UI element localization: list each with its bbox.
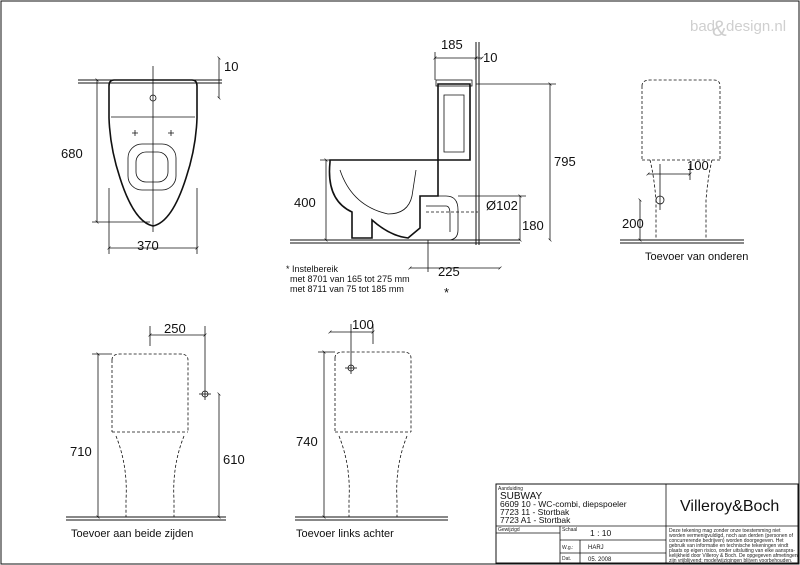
front-left-inlet-offset-label: 250	[164, 321, 186, 336]
tb-line2: 7723 11 - Stortbak	[500, 507, 570, 517]
title-block: Aanduiding SUBWAY 6609 10 - WC-combi, di…	[495, 483, 799, 564]
front-right-caption: Toevoer links achter	[296, 528, 394, 540]
svg-text:worden vermenigvuldigd, noch a: worden vermenigvuldigd, noch aan derden …	[669, 533, 794, 539]
tb-line3: 7723 A1 - Stortbak	[500, 515, 571, 525]
front-view-right: 100 740 Toevoer links achter	[295, 317, 448, 540]
watermark: bad & design.nl	[690, 16, 786, 41]
side-note-line2: met 8711 van 75 tot 185 mm	[290, 284, 404, 294]
rear-caption: Toevoer van onderen	[645, 251, 748, 263]
side-height-total-label: 795	[554, 154, 576, 169]
side-asterisk: *	[444, 285, 449, 300]
front-right-inlet-offset-label: 100	[352, 317, 374, 332]
tb-disclaimer: Deze tekening mag zonder onze toestemmin…	[669, 528, 798, 564]
tb-label-dat: Dat.	[562, 556, 571, 562]
side-drain-diameter-label: Ø102	[486, 198, 518, 213]
svg-text:&: &	[712, 16, 727, 41]
svg-text:kelijkheid door Villeroy & Boc: kelijkheid door Villeroy & Boch. De opge…	[669, 553, 798, 559]
svg-text:design.nl: design.nl	[726, 18, 786, 35]
tb-label-wg: W.g.:	[562, 545, 573, 551]
side-offset-label: 10	[483, 50, 497, 65]
rear-inlet-height-label: 200	[622, 216, 644, 231]
front-right-height-total-label: 740	[296, 434, 318, 449]
top-depth-label: 680	[61, 146, 83, 161]
top-offset-label: 10	[224, 59, 238, 74]
tb-label-schaal: Schaal	[562, 527, 577, 533]
front-left-height-total-label: 710	[70, 444, 92, 459]
svg-text:Deze tekening mag zonder onze: Deze tekening mag zonder onze toestemmin…	[669, 528, 781, 534]
svg-text:concurrerende bedrijven) worde: concurrerende bedrijven) worden doorgege…	[669, 538, 784, 544]
rear-view: 100 200 Toevoer van onderen	[620, 79, 748, 263]
tb-line1: 6609 10 - WC-combi, diepspoeler	[500, 499, 627, 509]
side-note-title: * Instelbereik	[286, 264, 339, 274]
tb-label-gewijzigd: Gewijzigd	[498, 527, 520, 533]
svg-text:gebruik van informatie en tech: gebruik van informatie en technische tek…	[669, 543, 789, 549]
tb-date: 05. 2008	[588, 557, 612, 563]
top-view: 680 370 10	[61, 56, 238, 254]
tb-brand: Villeroy&Boch	[680, 498, 779, 515]
top-width-label: 370	[137, 238, 159, 253]
side-drain-distance-label: 225	[438, 264, 460, 279]
front-left-inlet-height-label: 610	[223, 452, 245, 467]
side-height-seat-label: 400	[294, 195, 316, 210]
svg-text:plaats op eigen risico, onder: plaats op eigen risico, onder uitsluitin…	[669, 548, 795, 554]
tb-label-aanduiding: Aanduiding	[498, 486, 523, 492]
svg-text:zijn vrijblijvend; modelwijzig: zijn vrijblijvend; modelwijzigingen blij…	[669, 558, 792, 564]
front-left-caption: Toevoer aan beide zijden	[71, 528, 193, 540]
side-drain-height-label: 180	[522, 218, 544, 233]
svg-text:bad: bad	[690, 18, 715, 35]
tb-drawn-by: HARJ	[588, 545, 604, 551]
tb-product-name: SUBWAY	[500, 491, 543, 502]
rear-inlet-offset-label: 100	[687, 158, 709, 173]
side-note-line1: met 8701 van 165 tot 275 mm	[290, 274, 410, 284]
side-depth-top-label: 185	[441, 37, 463, 52]
tb-scale: 1 : 10	[590, 528, 612, 538]
side-section-view: 185 10 795 400 Ø102 180 225 * * Instelbe…	[286, 37, 576, 300]
front-view-left: 250 710 610 Toevoer aan beide zijden	[66, 321, 245, 540]
